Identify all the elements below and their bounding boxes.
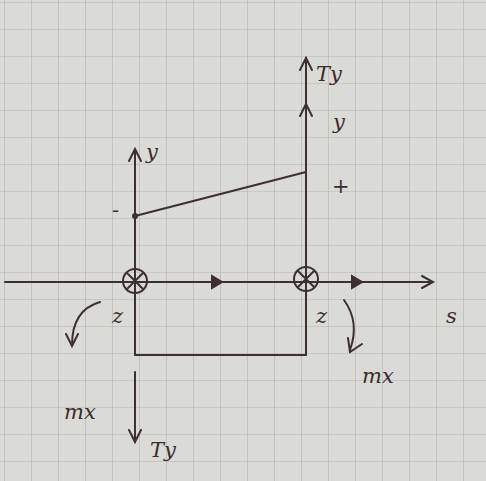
axis-arrowhead — [129, 149, 141, 161]
moment-diagram-line — [135, 172, 306, 216]
sketch-label: mx — [64, 402, 96, 423]
z-axis-cross — [127, 273, 143, 289]
left-y-axis — [134, 150, 136, 355]
direction-mark — [352, 276, 362, 288]
axis-arrowhead — [300, 104, 312, 116]
z-axis-into-page — [123, 269, 147, 293]
force-arrow — [134, 372, 136, 442]
moment-arrowhead — [66, 334, 78, 346]
moment-arrowhead — [348, 338, 362, 352]
sketch-label: y — [333, 112, 345, 133]
sketch-label: Ty — [150, 440, 176, 461]
axis-arrowhead — [422, 276, 433, 288]
force-arrowhead — [129, 430, 141, 442]
z-axis-into-page — [294, 267, 318, 291]
sketch-label: s — [446, 306, 457, 327]
sketch-label: z — [112, 306, 123, 327]
sketch-label: z — [316, 306, 327, 327]
ink-lines — [5, 58, 433, 442]
sketch-label: - — [112, 200, 119, 221]
sketch-label: mx — [362, 366, 394, 387]
sketch-label: + — [332, 176, 350, 197]
z-axis-cross — [298, 271, 314, 287]
sketch-label: y — [146, 142, 158, 163]
direction-mark — [212, 276, 222, 288]
sketch-label: Ty — [316, 64, 342, 85]
section-line — [135, 354, 306, 356]
force-arrowhead — [300, 58, 312, 70]
